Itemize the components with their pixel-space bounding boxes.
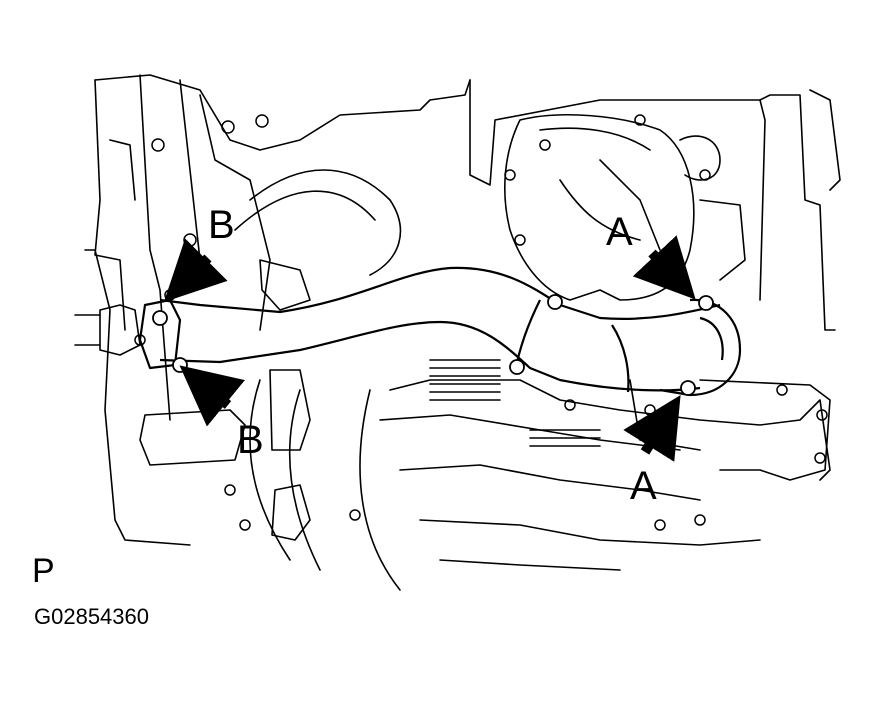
bolt-holes — [134, 114, 828, 531]
arrow-b-lower — [179, 365, 245, 427]
callout-label-a-upper: A — [606, 210, 633, 254]
view-label: P — [32, 552, 55, 590]
arrow-b-upper — [163, 238, 228, 303]
engine-background-lines — [74, 74, 841, 591]
callout-label-b-lower: B — [237, 418, 264, 462]
arrow-a-lower — [623, 395, 681, 462]
figure-code: G02854360 — [34, 604, 149, 629]
callout-label-b-upper: B — [208, 203, 235, 247]
arrow-a-upper — [632, 235, 696, 300]
callout-arrows — [163, 235, 696, 462]
callout-label-a-lower: A — [630, 464, 657, 508]
